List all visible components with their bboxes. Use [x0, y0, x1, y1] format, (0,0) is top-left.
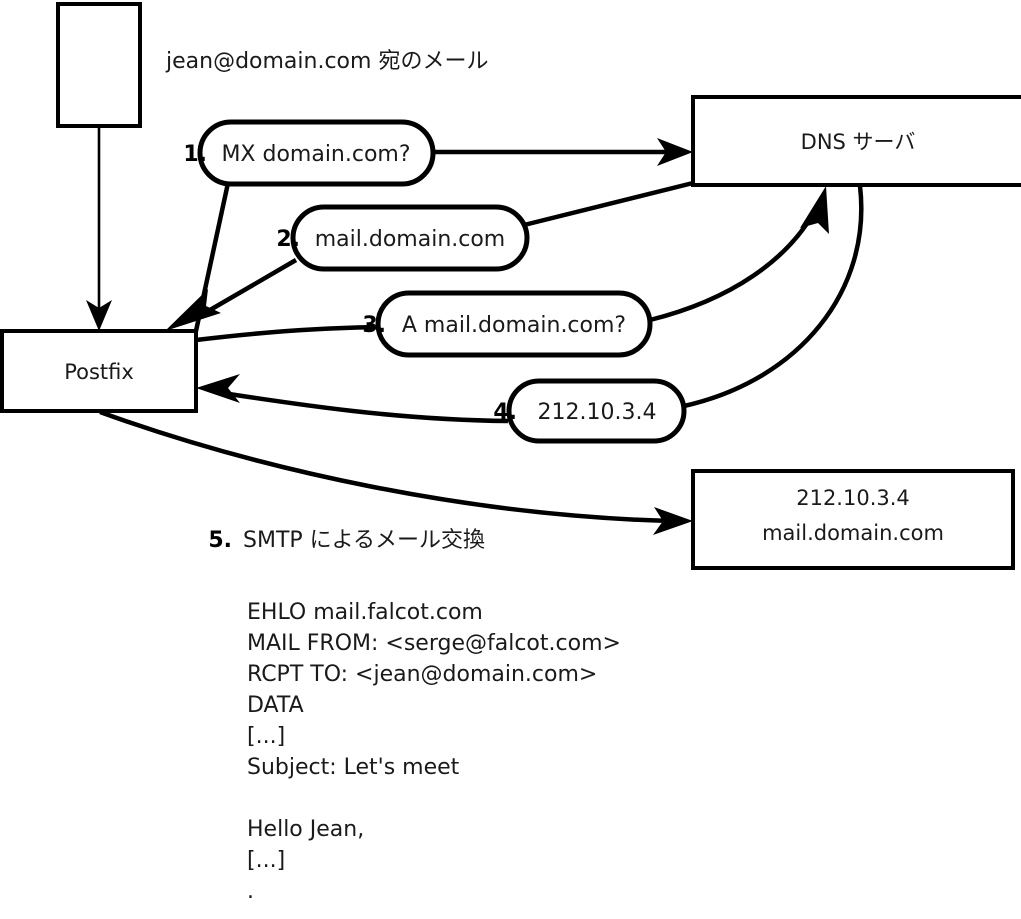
- arrowhead-mx-answer-to-postfix: [165, 289, 221, 331]
- mail-destination-caption: jean@domain.com 宛のメール: [165, 49, 488, 74]
- arrowhead-mx-query-to-dns: [657, 138, 693, 166]
- step-number-2: 2.: [276, 227, 300, 252]
- pill-a-answer-label: 212.10.3.4: [538, 400, 657, 425]
- step-5-label: SMTP によるメール交換: [243, 528, 485, 553]
- dns-server-box: [691, 95, 1021, 187]
- postfix-box: [0, 329, 198, 413]
- arrowhead-postfix-to-mail-server: [653, 507, 693, 535]
- step-number-3: 3.: [362, 313, 386, 338]
- pill-mx-answer: [290, 204, 530, 272]
- pill-a-query: [375, 290, 653, 358]
- smtp-line-9: [...]: [247, 848, 285, 873]
- arrowhead-sender-to-postfix: [86, 300, 112, 331]
- edge-dns-to-a-answer: [683, 185, 864, 409]
- step-number-1: 1.: [183, 142, 207, 167]
- dns-server-box-label: DNS サーバ: [801, 130, 916, 154]
- edge-a-answer-to-postfix: [215, 389, 509, 424]
- pill-a-query-label: A mail.domain.com?: [402, 313, 626, 338]
- mail-server-ip-label: 212.10.3.4: [796, 486, 910, 510]
- step-number-5: 5.: [208, 528, 232, 553]
- smtp-line-2: MAIL FROM: <serge@falcot.com>: [247, 631, 621, 656]
- smtp-line-5: [...]: [247, 724, 285, 749]
- pill-mx-answer-label: mail.domain.com: [315, 227, 506, 252]
- postfix-box-label: Postfix: [64, 360, 134, 384]
- mail-server-box: [691, 469, 1015, 570]
- pill-mx-query-label: MX domain.com?: [221, 142, 410, 167]
- step-number-4: 4.: [493, 400, 517, 425]
- smtp-line-10: .: [247, 879, 254, 904]
- mail-server-host-label: mail.domain.com: [762, 521, 944, 545]
- edge-postfix-to-mail-server: [99, 409, 673, 524]
- edge-postfix-to-a-query: [195, 324, 379, 343]
- smtp-line-6: Subject: Let's meet: [247, 755, 460, 780]
- edge-dns-to-mx-answer: [515, 180, 694, 230]
- smtp-line-3: RCPT TO: <jean@domain.com>: [247, 662, 597, 687]
- arrowhead-a-answer-to-postfix: [196, 374, 240, 403]
- edge-a-query-to-dns: [649, 203, 821, 323]
- arrowhead-a-query-to-dns: [800, 186, 829, 234]
- edge-mx-answer-to-postfix: [208, 258, 298, 312]
- smtp-line-8: Hello Jean,: [247, 817, 364, 842]
- pill-a-answer: [506, 378, 687, 444]
- sender-box: [56, 2, 142, 128]
- smtp-line-1: EHLO mail.falcot.com: [247, 600, 483, 625]
- smtp-line-4: DATA: [247, 693, 304, 718]
- pill-mx-query: [197, 119, 436, 187]
